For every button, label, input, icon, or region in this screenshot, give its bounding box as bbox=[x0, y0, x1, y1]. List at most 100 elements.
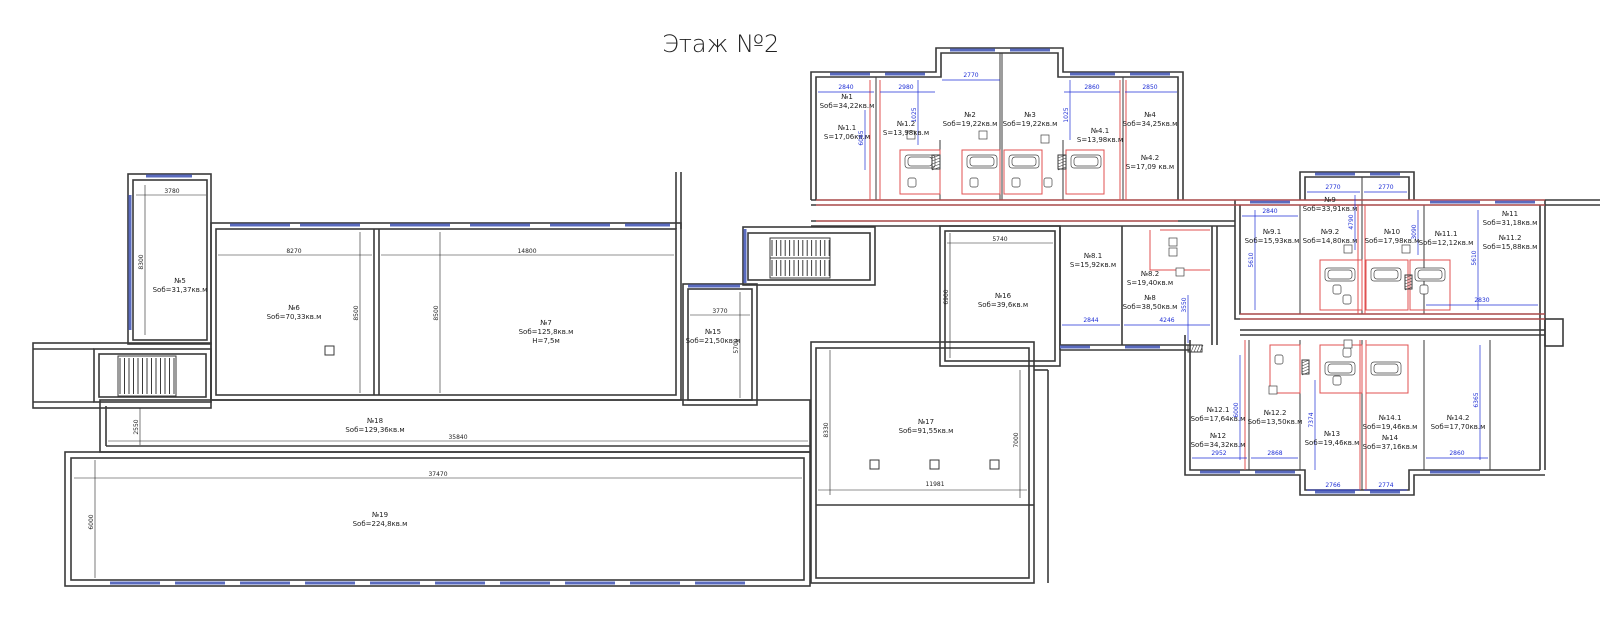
toilet-icon bbox=[1342, 294, 1352, 305]
dim-label-blue: 4790 bbox=[1348, 214, 1355, 229]
toilet-icon bbox=[969, 177, 979, 188]
room-14-1-area: Sоб=19,46кв.м bbox=[1363, 423, 1418, 431]
room-11-1-area: Sоб=12,12кв.м bbox=[1419, 239, 1474, 247]
room-8-2-area: S=19,40кв.м bbox=[1127, 279, 1173, 287]
dimension-lines bbox=[74, 185, 1053, 578]
room-1-area: Sоб=34,22кв.м bbox=[820, 102, 875, 110]
dim-label-blue: 2830 bbox=[1474, 297, 1489, 304]
room-16-area: Sоб=39,6кв.м bbox=[978, 301, 1028, 309]
room-14-area: Sоб=37,16кв.м bbox=[1363, 443, 1418, 451]
room-12-area: Sоб=34,32кв.м bbox=[1191, 441, 1246, 449]
room-10-number: №10 bbox=[1384, 228, 1400, 236]
dim-label-blue: 5610 bbox=[1248, 252, 1255, 267]
room-1-2-number: №1.2 bbox=[897, 120, 915, 128]
room-19-number: №19 bbox=[372, 511, 388, 519]
room-1-1-number: №1.1 bbox=[838, 124, 856, 132]
columns bbox=[324, 345, 1000, 470]
dim-label-blue: 1025 bbox=[1063, 107, 1070, 122]
toilet-icon bbox=[907, 177, 917, 188]
room-8-1-number: №8.1 bbox=[1084, 252, 1102, 260]
dim-label-blue: 2860 bbox=[1449, 450, 1464, 457]
sink-icon bbox=[1401, 244, 1411, 254]
dim-label-blue: 2840 bbox=[838, 84, 853, 91]
room-18-area: Sоб=129,36кв.м bbox=[345, 426, 404, 434]
room-12-1-area: Sоб=17,64кв.м bbox=[1191, 415, 1246, 423]
room-7-height: H=7,5м bbox=[532, 337, 560, 345]
sink-icon bbox=[906, 130, 916, 140]
room-17-area: Sоб=91,55кв.м bbox=[899, 427, 954, 435]
dim-label-blue: 2850 bbox=[1142, 84, 1157, 91]
room-11-number: №11 bbox=[1502, 210, 1518, 218]
bath-fixtures bbox=[904, 130, 1446, 395]
room-14-2-number: №14.2 bbox=[1447, 414, 1470, 422]
toilet-icon bbox=[1011, 177, 1021, 188]
sink-icon bbox=[1268, 385, 1278, 395]
room-8-number: №8 bbox=[1144, 294, 1156, 302]
dim-label: 8330 bbox=[823, 422, 830, 437]
room-3-number: №3 bbox=[1024, 111, 1036, 119]
dim-label: 8500 bbox=[353, 305, 360, 320]
room-10-area: Sоб=17,98кв.м bbox=[1365, 237, 1420, 245]
windows bbox=[110, 48, 1535, 585]
dim-label: 14800 bbox=[517, 248, 536, 255]
room-5-number: №5 bbox=[174, 277, 186, 285]
room-15-number: №15 bbox=[705, 328, 721, 336]
dim-label-blue: 2774 bbox=[1378, 482, 1393, 489]
toilet-icon bbox=[1342, 347, 1352, 358]
room-9-2-area: Sоб=14,80кв.м bbox=[1303, 237, 1358, 245]
dim-label: 7000 bbox=[1013, 432, 1020, 447]
dim-label-blue: 2840 bbox=[1262, 208, 1277, 215]
dim-label: 5740 bbox=[992, 236, 1007, 243]
room-1-1-area: S=17,06кв.м bbox=[824, 133, 870, 141]
room-7-area: Sоб=125,8кв.м bbox=[519, 328, 574, 336]
dim-label: 37470 bbox=[428, 471, 447, 478]
room-labels: №5 Sоб=31,37кв.м №6 Sоб=70,33кв.м №7 Sоб… bbox=[153, 93, 1538, 528]
room-8-1-area: S=15,92кв.м bbox=[1070, 261, 1116, 269]
room-14-1-number: №14.1 bbox=[1379, 414, 1402, 422]
dim-label: 3770 bbox=[712, 308, 727, 315]
room-12-1-number: №12.1 bbox=[1207, 406, 1230, 414]
sink-icon bbox=[1040, 134, 1050, 144]
dim-label-blue: 6365 bbox=[1473, 392, 1480, 407]
dim-label-blue: 2980 bbox=[898, 84, 913, 91]
dim-label-blue: 1025 bbox=[911, 107, 918, 122]
dim-label: 6000 bbox=[88, 514, 95, 529]
dim-label-blue: 3090 bbox=[1411, 224, 1418, 239]
room-18-number: №18 bbox=[367, 417, 383, 425]
room-2-area: Sоб=19,22кв.м bbox=[943, 120, 998, 128]
sink-icon bbox=[1343, 244, 1353, 254]
room-11-area: Sоб=31,18кв.м bbox=[1483, 219, 1538, 227]
room-14-number: №14 bbox=[1382, 434, 1399, 442]
room-5-area: Sоб=31,37кв.м bbox=[153, 286, 208, 294]
sink-icon bbox=[1343, 339, 1353, 349]
room-4-area: Sоб=34,25кв.м bbox=[1123, 120, 1178, 128]
room-11-2-area: Sоб=15,88кв.м bbox=[1483, 243, 1538, 251]
dim-label-blue: 6000 bbox=[1233, 402, 1240, 417]
room-9-1-number: №9.1 bbox=[1263, 228, 1281, 236]
floor-title: Этаж №2 bbox=[662, 30, 779, 58]
toilet-icon bbox=[1043, 177, 1053, 188]
toilet-icon bbox=[1274, 354, 1284, 365]
staircase-center bbox=[769, 237, 831, 279]
room-4-1-number: №4.1 bbox=[1091, 127, 1109, 135]
room-16-number: №16 bbox=[995, 292, 1012, 300]
toilet-icon bbox=[1419, 284, 1429, 295]
toilet-icon bbox=[1332, 375, 1342, 386]
room-6-area: Sоб=70,33кв.м bbox=[267, 313, 322, 321]
room-14-2-area: Sоб=17,70кв.м bbox=[1431, 423, 1486, 431]
dim-label-blue: 2844 bbox=[1083, 317, 1098, 324]
room-4-1-area: S=13,98кв.м bbox=[1077, 136, 1123, 144]
dim-label-blue: 4246 bbox=[1159, 317, 1174, 324]
room-4-2-number: №4.2 bbox=[1141, 154, 1159, 162]
room-15-area: Sоб=21,50кв.м bbox=[686, 337, 741, 345]
room-13-area: Sоб=19,46кв.м bbox=[1305, 439, 1360, 447]
dim-label-blue: 2952 bbox=[1211, 450, 1226, 457]
room-7-number: №7 bbox=[540, 319, 552, 327]
room-9-number: №9 bbox=[1324, 196, 1336, 204]
room-4-2-area: S=17,09 кв.м bbox=[1126, 163, 1174, 171]
dim-label-blue: 3550 bbox=[1181, 297, 1188, 312]
room-9-area: Sоб=33,91кв.м bbox=[1303, 205, 1358, 213]
sink-icon bbox=[1168, 247, 1178, 257]
room-8-area: Sоб=38,50кв.м bbox=[1123, 303, 1178, 311]
